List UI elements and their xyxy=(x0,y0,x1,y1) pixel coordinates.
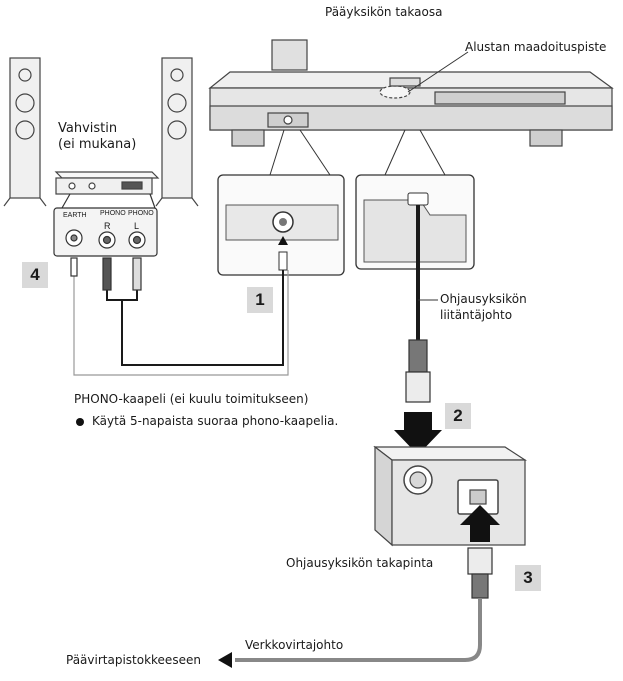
amp-l-label: L xyxy=(134,221,140,231)
phono-terminal-inset xyxy=(217,129,345,276)
earth-point-callout-line xyxy=(407,51,469,93)
power-cord-label: Verkkovirtajohto xyxy=(245,638,344,652)
left-speaker xyxy=(3,57,47,207)
arrow-left-icon xyxy=(218,652,232,668)
control-unit-rear-label: Ohjausyksikön takapinta xyxy=(286,556,434,570)
control-cable-label-line1: Ohjausyksikön xyxy=(440,292,527,306)
amp-r-label: R xyxy=(104,221,111,231)
base-earth-point-label: Alustan maadoituspiste xyxy=(465,40,607,54)
arrow-down-icon xyxy=(394,412,442,455)
control-cable-label-line2: liitäntäjohto xyxy=(440,308,513,322)
right-speaker xyxy=(155,57,199,207)
amp-earth-label: EARTH xyxy=(63,212,87,219)
power-cord-plug xyxy=(467,547,493,599)
turntable-main-unit xyxy=(208,39,614,147)
control-unit xyxy=(373,445,528,547)
power-cord-line xyxy=(235,598,482,662)
amp-plugs xyxy=(70,257,142,291)
amp-rear-panel-inset xyxy=(53,193,158,257)
amplifier-label-line1: Vahvistin xyxy=(58,121,118,136)
step-badge-4: 4 xyxy=(22,262,48,288)
step-badge-2: 2 xyxy=(445,403,471,429)
phono-note: Käytä 5-napaista suoraa phono-kaapelia. xyxy=(92,414,339,428)
step-badge-3: 3 xyxy=(515,565,541,591)
phono-cable xyxy=(73,270,289,376)
step-badge-1: 1 xyxy=(247,287,273,313)
control-socket-inset xyxy=(355,129,475,270)
phono-cable-label: PHONO-kaapeli (ei kuulu toimitukseen) xyxy=(74,392,309,406)
phono-note-text: Käytä 5-napaista suoraa phono-kaapelia. xyxy=(76,414,338,428)
to-outlet-label: Päävirtapistokkeeseen xyxy=(66,653,201,667)
arrow-up-icon xyxy=(460,505,500,542)
amp-phono-right-label: PHONO xyxy=(128,210,154,217)
amplifier xyxy=(54,171,160,195)
amp-phono-left-label: PHONO xyxy=(100,210,126,217)
control-cable-plug xyxy=(405,339,431,403)
main-unit-rear-label: Pääyksikön takaosa xyxy=(325,5,443,19)
amplifier-label-line2: (ei mukana) xyxy=(58,137,137,152)
bullet-icon xyxy=(76,417,84,426)
